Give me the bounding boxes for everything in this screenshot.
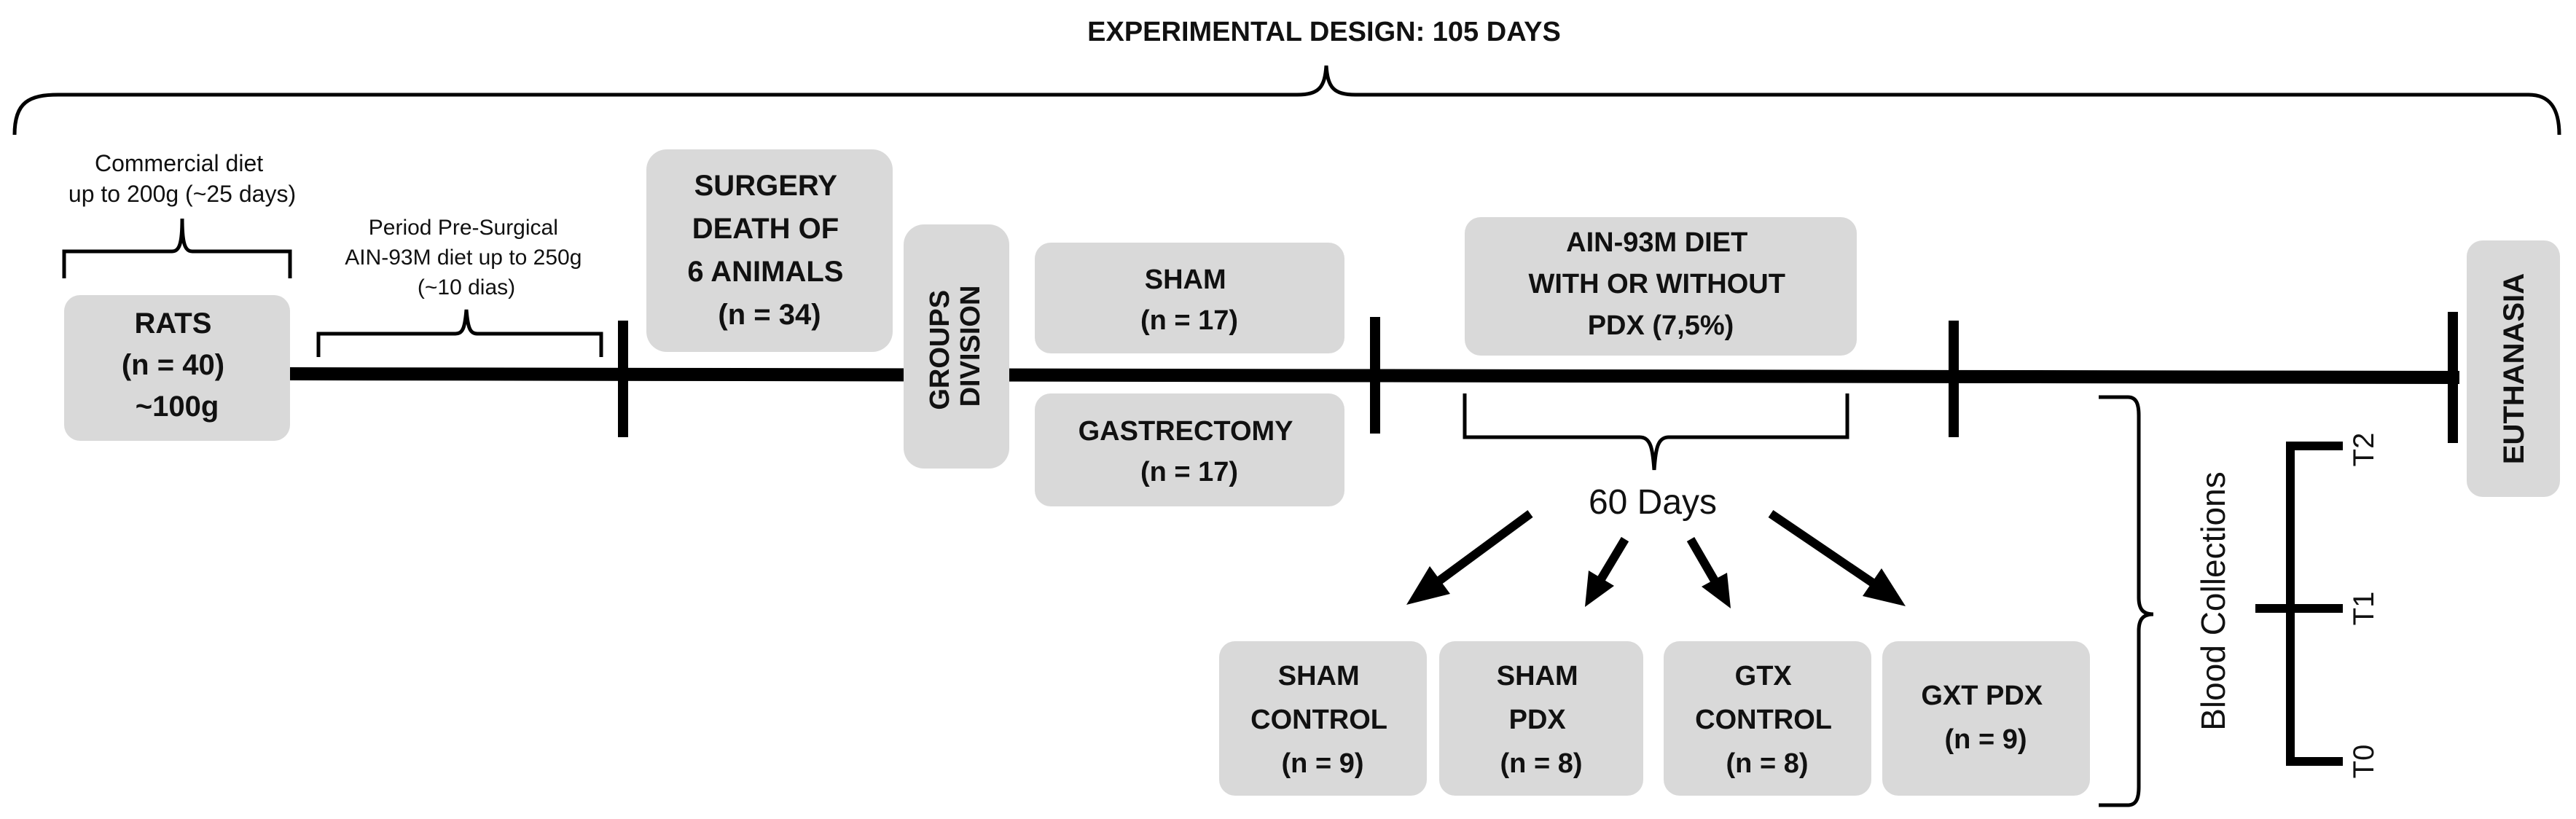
arrowhead-gxt-pdx <box>1863 568 1906 606</box>
arrow-gxt-pdx <box>1768 510 1876 587</box>
gastrectomy-box-text: GASTRECTOMY (n = 17) <box>1078 416 1301 487</box>
diet-box-text: AIN-93M DIET WITH OR WITHOUT PDX (7,5%) <box>1528 227 1793 341</box>
groups-division-text: GROUPS DIVISION <box>925 282 986 410</box>
timepoints-bracket <box>2255 442 2343 766</box>
groups-division-box <box>904 224 1009 469</box>
commercial-diet-brace <box>62 218 292 278</box>
timepoint-t0: T0 <box>2348 745 2380 779</box>
sixty-days-brace <box>1463 393 1849 471</box>
sham-pdx-box <box>1439 641 1643 796</box>
sham-box <box>1035 243 1344 353</box>
arrow-sham-pdx <box>1597 536 1629 582</box>
rats-box-text: RATS (n = 40) ~100g <box>122 307 232 423</box>
euthanasia-box <box>2467 240 2560 497</box>
arrow-sham-control <box>1436 510 1533 584</box>
diet-box <box>1465 217 1857 356</box>
diagram-title: EXPERIMENTAL DESIGN: 105 DAYS <box>1087 17 1561 47</box>
overall-brace <box>12 65 2561 136</box>
arrowhead-sham-pdx <box>1585 571 1614 607</box>
sham-box-text: SHAM (n = 17) <box>1140 264 1238 336</box>
sham-control-box <box>1219 641 1427 796</box>
surgery-box-text: SURGERY DEATH OF 6 ANIMALS (n = 34) <box>687 170 851 331</box>
timepoint-t2: T2 <box>2348 433 2380 467</box>
gastrectomy-box <box>1035 393 1344 506</box>
euthanasia-text: EUTHANASIA <box>2498 273 2530 464</box>
arrow-gtx-control <box>1686 536 1719 584</box>
gxt-pdx-box <box>1882 641 2090 796</box>
gtx-control-text: GTX CONTROL (n = 8) <box>1695 661 1839 779</box>
arrowhead-sham-control <box>1406 566 1450 605</box>
sixty-days-label: 60 Days <box>1589 483 1717 522</box>
blood-collections-brace <box>2099 395 2154 807</box>
rats-box <box>64 295 290 441</box>
arrowhead-gtx-control <box>1702 573 1731 608</box>
pre-surgical-text: Period Pre-Surgical AIN-93M diet up to 2… <box>345 216 588 299</box>
gtx-control-box <box>1664 641 1871 796</box>
blood-collections-label: Blood Collections <box>2194 471 2232 730</box>
commercial-diet-text: Commercial diet up to 200g (~25 days) <box>68 150 296 207</box>
timepoint-t1: T1 <box>2348 592 2380 626</box>
gxt-pdx-text: GXT PDX (n = 9) <box>1921 681 2050 755</box>
arrows <box>1406 510 1906 608</box>
sham-pdx-text: SHAM PDX (n = 8) <box>1497 661 1586 779</box>
pre-surgical-brace <box>316 309 603 357</box>
sham-control-text: SHAM CONTROL (n = 9) <box>1250 661 1395 779</box>
surgery-box <box>646 149 893 352</box>
